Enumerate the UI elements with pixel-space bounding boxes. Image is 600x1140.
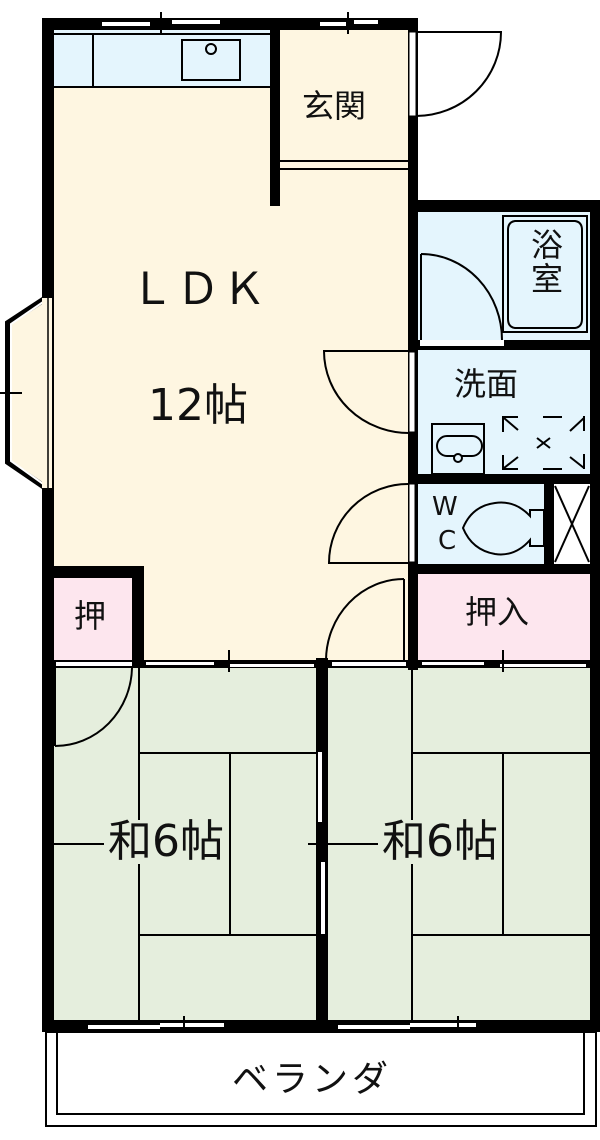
toilet-floor <box>418 484 544 564</box>
washitsu-right-label: 和6帖 <box>380 816 500 867</box>
bay-window-icon <box>0 295 52 491</box>
closet-left-label: 押 <box>74 597 107 635</box>
sliding-doors-washitsu <box>52 650 590 672</box>
washitsu-left-label: 和6帖 <box>106 816 226 867</box>
swing-door-icon <box>54 253 504 747</box>
toilet-icon <box>461 501 545 556</box>
wash-basin-icon <box>431 423 485 475</box>
washroom-floor <box>418 350 590 474</box>
veranda-outline <box>45 1031 597 1127</box>
washroom-label: 洗面 <box>454 365 519 403</box>
closet-right-floor <box>418 574 590 660</box>
bathtub-icon <box>502 215 588 333</box>
genkan-label: 玄関 <box>302 87 367 125</box>
toilet-label-c: C <box>438 526 457 556</box>
genkan-floor <box>280 28 410 168</box>
kitchen-counter <box>52 30 270 86</box>
storage-x-icon <box>554 484 590 564</box>
sliding-window-icon <box>88 12 476 1038</box>
bath-label: 浴室 <box>526 228 564 296</box>
ldk-name-label: ＬＤＫ <box>130 264 268 315</box>
closet-right-label: 押入 <box>465 593 530 631</box>
ldk-size-label: 12帖 <box>148 380 248 431</box>
entry-door-icon <box>408 31 503 117</box>
veranda-label: ベランダ <box>232 1059 393 1100</box>
toilet-label-w: W <box>432 492 458 522</box>
washing-machine-space-icon <box>502 416 585 470</box>
closet-left-floor <box>52 578 134 660</box>
